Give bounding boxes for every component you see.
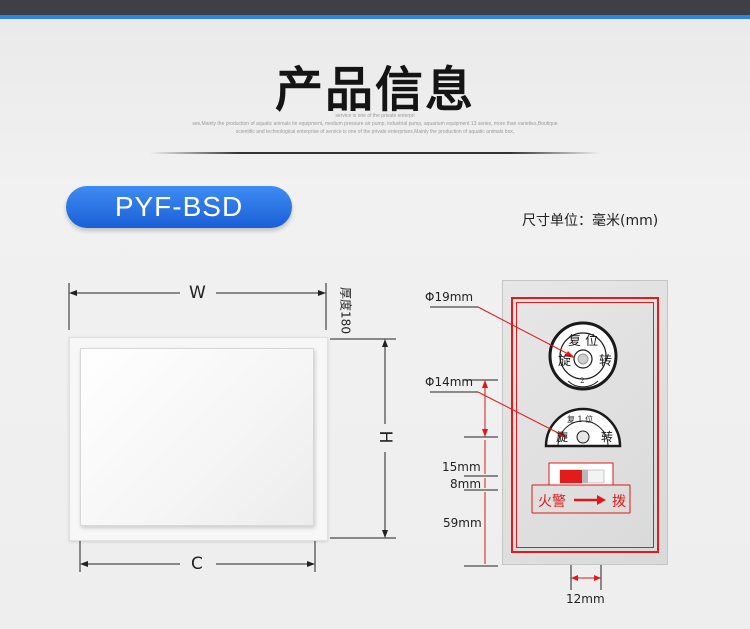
upper-dial-right-text: 转 (599, 354, 613, 369)
alarm-window (531, 462, 631, 514)
panel-red-frame (511, 297, 659, 553)
subtitle-line-2: ses,Mainly the production of aquatic ani… (192, 121, 558, 127)
subtitle-text: service is one of the private enterpri s… (0, 112, 750, 136)
alarm-pull-label: 拨 (612, 494, 626, 510)
upper-dial-top-text: 复 位 (568, 334, 599, 349)
page-title: 产品信息 (274, 62, 475, 118)
dim-15mm: 15mm (442, 460, 481, 474)
top-bar (0, 0, 750, 15)
lower-dial-right-text: 转 (601, 430, 614, 444)
width-label: W (189, 283, 206, 303)
dim-phi19: Φ19mm (425, 290, 474, 304)
dim-59mm: 59mm (443, 516, 482, 530)
lower-dial-left-text: 旋 (556, 430, 569, 444)
title-divider (150, 152, 600, 154)
device-front-cover (80, 348, 314, 526)
dim-12mm: 12mm (566, 592, 605, 606)
upper-dial-marker: 2 (580, 377, 585, 385)
lower-dial-top-text: 复 1 位 (567, 415, 594, 424)
unit-label: 尺寸单位：毫米(mm) (522, 213, 659, 229)
subtitle-line-1: service is one of the private enterpri (335, 113, 415, 119)
upper-dial-left-text: 旋 (558, 354, 572, 369)
model-badge: PYF-BSD (66, 186, 292, 228)
dim-8mm: 8mm (450, 477, 482, 491)
bottom-width-label: C (191, 554, 203, 574)
upper-dial (548, 321, 618, 391)
alarm-label: 火警 (538, 494, 566, 510)
dim-phi14: Φ14mm (425, 375, 474, 389)
top-accent-stripe (0, 15, 750, 19)
subtitle-line-3: scientific and technological enterprise … (235, 129, 515, 135)
